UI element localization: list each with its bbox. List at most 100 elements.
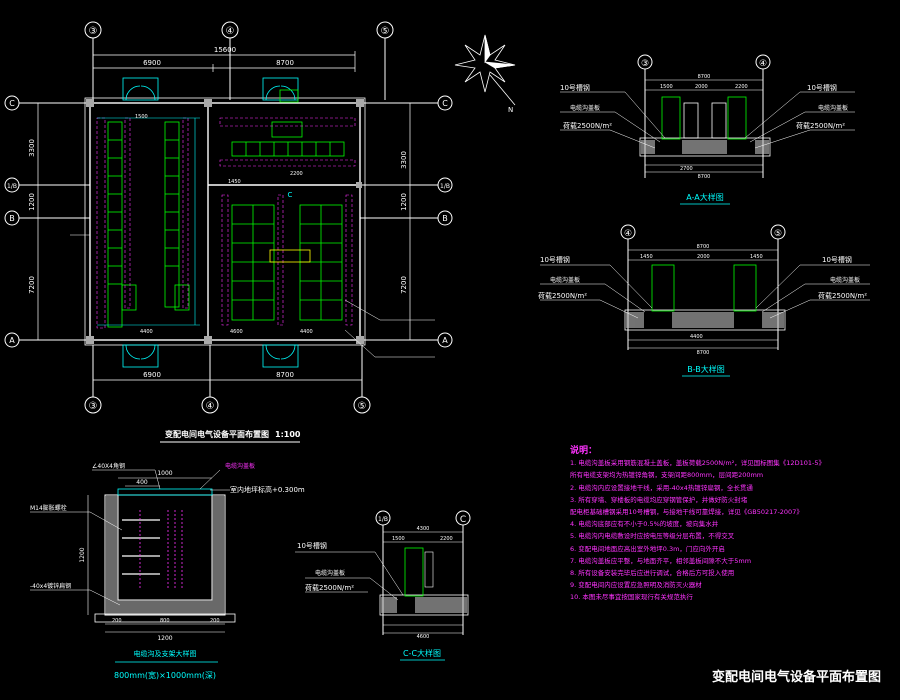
- aa-dim-bottom-1: 8700: [698, 174, 711, 180]
- note-item: 1. 电缆沟盖板采用钢筋混凝土盖板，盖板荷载2500N/m²，详见国标图集《12…: [570, 459, 825, 468]
- cabinet-row-top-right: [231, 89, 345, 157]
- aa-title: A-A大样图: [686, 192, 723, 202]
- trench-label-flat: -40x4镀锌扁钢: [30, 582, 71, 590]
- dim-inner-3: 2200: [290, 171, 303, 177]
- note-item: 4. 电缆沟底部应有不小于0.5%的坡度，坡向集水井: [570, 520, 719, 529]
- note-item: 所有电缆支架均为热镀锌角钢，支架间距800mm，层间距200mm: [570, 471, 764, 480]
- dim-bottom-left: 6900: [143, 371, 161, 379]
- dim-inner-2: 4400: [140, 329, 153, 335]
- dim-vert-r3: 7200: [400, 276, 408, 294]
- plan-view: ③ ④ ⑤ 15600 6900 8700: [4, 21, 453, 443]
- plan-scale: 1:100: [275, 430, 301, 439]
- note-item: 10. 本图未尽事宜按国家现行有关规范执行: [570, 593, 693, 602]
- note-item: 9. 变配电间内应设置应急照明及消防灭火器材: [570, 581, 702, 590]
- axis-label-bottom-5: ⑤: [358, 401, 367, 412]
- dim-vert-1: 3300: [28, 139, 36, 157]
- cc-cable: 电缆沟盖板: [315, 569, 345, 577]
- bb-left-cable: 电缆沟盖板: [550, 276, 580, 284]
- north-arrow-icon: N: [454, 34, 516, 114]
- bb-load-left: 荷载2500N/m²: [538, 291, 587, 300]
- svg-text:N: N: [508, 106, 513, 114]
- notes-heading: 说明：: [570, 446, 598, 456]
- axis-label-left-a: A: [9, 336, 15, 345]
- section-bb: ④ ⑤ 8700 1450 2000 1450 4400 8700: [538, 224, 870, 377]
- bb-dim-bottom-1: 8700: [697, 350, 710, 356]
- dim-bottom-right: 8700: [276, 371, 294, 379]
- axis-label-top-3: ③: [89, 26, 98, 37]
- dim-inner-5: 4600: [230, 329, 243, 335]
- cc-dim-bottom-0: 4600: [417, 634, 430, 640]
- sheet-title: 变配电间电气设备平面布置图: [712, 670, 882, 685]
- note-item: 6. 变配电间地面应高出室外地坪0.3m，门应向外开启: [570, 544, 725, 553]
- section-cc: 1/B C 4300 1500 2200 4600 10号槽钢 电缆沟盖板 荷载…: [295, 510, 471, 661]
- cable-trench-bottom-right: [221, 194, 353, 326]
- trench-label-angle: ∠40X4角钢: [92, 462, 125, 470]
- cc-title: C-C大样图: [403, 648, 441, 658]
- axis-label-left-b: B: [9, 214, 15, 223]
- note-item: 配电柜基础槽钢采用10号槽钢，与接地干线可靠焊接，详见《GB50217-2007…: [570, 508, 803, 517]
- note-item: 2. 电缆沟内应设置接地干线，采用-40x4热镀锌扁钢，全长贯通: [570, 483, 753, 492]
- aa-dim-bottom-0: 2700: [680, 166, 693, 172]
- bb-title: B-B大样图: [687, 364, 725, 374]
- dim-vert-r2: 1200: [400, 193, 408, 211]
- cc-load: 荷载2500N/m²: [305, 583, 354, 592]
- bb-dim-top-3: 1450: [750, 254, 763, 260]
- trench-label-elev: 室内地坪标高+0.300m: [230, 485, 305, 494]
- trench-dim-low-0: 200: [112, 618, 122, 624]
- aa-dim-top-0: 8700: [698, 74, 711, 80]
- cc-dim-top-1: 1500: [392, 536, 405, 542]
- axis-label-right-b: B: [442, 214, 448, 223]
- aa-right-note: 10号槽钢: [807, 83, 837, 92]
- aa-axis-1: ③: [641, 59, 649, 69]
- aa-left-note: 10号槽钢: [560, 83, 590, 92]
- aa-load-left: 荷载2500N/m²: [563, 121, 612, 130]
- bb-dim-top-0: 8700: [697, 244, 710, 250]
- bb-dim-bottom-0: 4400: [690, 334, 703, 340]
- trench-title: 电缆沟及支架大样图: [134, 649, 197, 658]
- aa-dim-top-1: 1500: [660, 84, 673, 90]
- dim-vert-r1: 3300: [400, 151, 408, 169]
- cc-axis-1: 1/B: [378, 516, 388, 523]
- axis-label-right-a: A: [442, 336, 448, 345]
- axis-label-right-1b: 1/B: [440, 183, 450, 190]
- cc-axis-2: C: [460, 515, 466, 525]
- axis-label-bottom-3: ③: [89, 401, 98, 412]
- axis-label-top-5: ⑤: [381, 26, 390, 37]
- trench-dim-inner: 400: [136, 479, 148, 486]
- bb-right-cable: 电缆沟盖板: [830, 276, 860, 284]
- cc-dim-top-0: 4300: [417, 526, 430, 532]
- bb-load-right: 荷载2500N/m²: [818, 291, 867, 300]
- trench-dim-low-1: 800: [160, 618, 170, 624]
- bb-left-note: 10号槽钢: [540, 255, 570, 264]
- aa-dim-top-3: 2200: [735, 84, 748, 90]
- aa-right-cable: 电缆沟盖板: [818, 104, 848, 112]
- axis-label-left-1b: 1/B: [7, 183, 17, 190]
- note-item: 8. 所有设备安装完毕后应进行调试，合格后方可投入使用: [570, 569, 735, 578]
- aa-load-right: 荷载2500N/m²: [796, 121, 845, 130]
- note-item: 3. 所有穿墙、穿楼板的电缆均应穿钢管保护，并做好防火封堵: [570, 495, 748, 504]
- plan-title: 变配电间电气设备平面布置图: [165, 429, 269, 439]
- dim-left-bay: 6900: [143, 59, 161, 67]
- note-item: 5. 电缆沟内电缆敷设时应按电压等级分层布置，不得交叉: [570, 532, 735, 541]
- dim-inner-6: 4400: [300, 329, 313, 335]
- bb-axis-2: ⑤: [774, 229, 782, 239]
- trench-dim-height: 1200: [79, 547, 86, 562]
- trench-label-cover: 电缆沟盖板: [225, 462, 255, 470]
- aa-left-cable: 电缆沟盖板: [570, 104, 600, 112]
- section-aa: ③ ④ 8700 1500 2000 2200 2700 8700: [560, 54, 855, 205]
- trench-dim-top: 1000: [157, 470, 172, 477]
- trench-label-m14: M14膨胀螺栓: [30, 504, 67, 512]
- room-label: C: [288, 191, 293, 199]
- bb-dim-top-1: 1450: [640, 254, 653, 260]
- dim-total: 15600: [214, 46, 236, 54]
- trench-detail: 1000 400 1200 1200 200 800 200 ∠40X4角钢 M…: [30, 462, 305, 680]
- cc-dim-top-2: 2200: [440, 536, 453, 542]
- cc-note: 10号槽钢: [297, 541, 327, 550]
- axis-label-top-4: ④: [226, 26, 235, 37]
- bb-right-note: 10号槽钢: [822, 255, 852, 264]
- notes-block: 说明： 1. 电缆沟盖板采用钢筋混凝土盖板，盖板荷载2500N/m²，详见国标图…: [570, 445, 890, 604]
- axis-label-left-c: C: [9, 99, 15, 108]
- cable-trench-left: [96, 117, 189, 329]
- columns: [86, 99, 364, 344]
